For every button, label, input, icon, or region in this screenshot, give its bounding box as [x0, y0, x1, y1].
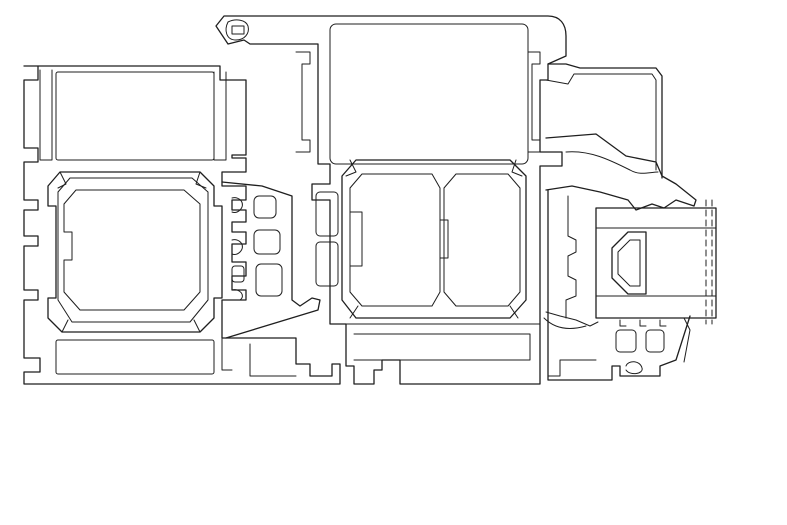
right-frame-profile	[543, 63, 717, 381]
sash-profile	[215, 15, 567, 385]
left-frame-profile	[23, 65, 341, 385]
left-glazing-bead	[221, 181, 321, 339]
